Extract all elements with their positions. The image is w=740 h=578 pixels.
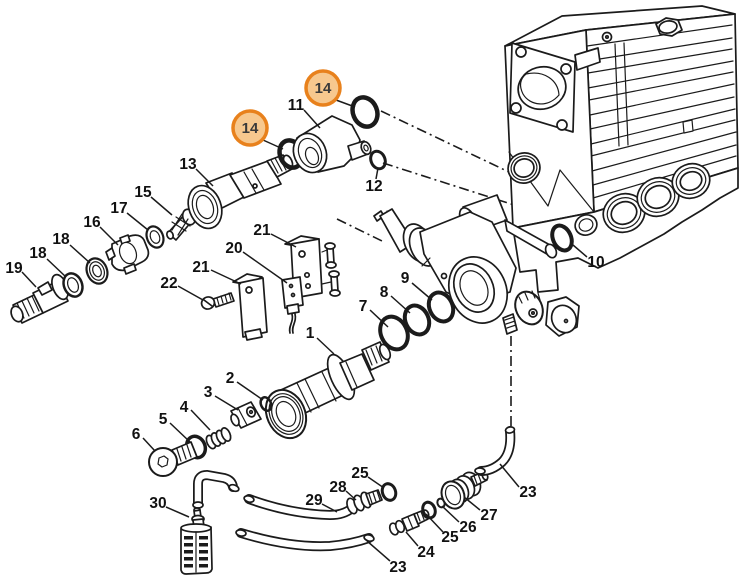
part-label-29: 29 (305, 492, 323, 509)
part-label-21: 21 (192, 259, 210, 276)
valve-assembly (373, 194, 580, 337)
pump-block (504, 5, 739, 293)
coupling-1 (264, 341, 392, 440)
part-label-4: 4 (180, 399, 189, 416)
o-ring-10 (550, 223, 574, 253)
fitting-27 (440, 471, 489, 510)
part-label-23: 23 (519, 484, 537, 501)
part-label-26: 26 (459, 519, 477, 536)
o-ring-25-upper (380, 482, 398, 502)
fitting-28 (346, 489, 383, 515)
highlight-circle (304, 69, 342, 107)
part-label-27: 27 (480, 507, 497, 524)
ring-18-outer (85, 257, 109, 285)
part-label-1: 1 (306, 325, 315, 342)
washer-17 (145, 225, 165, 249)
coupling-19 (10, 273, 69, 324)
nipple-3 (230, 401, 262, 429)
o-rings-7-8-9 (378, 290, 456, 352)
part-label-11: 11 (288, 97, 305, 114)
part-label-24: 24 (417, 544, 435, 561)
part-label-23: 23 (389, 559, 407, 576)
part-label-9: 9 (401, 270, 410, 287)
o-ring-25-lower (421, 500, 437, 520)
ring-18-inner (62, 272, 84, 298)
part-label-18: 18 (52, 231, 70, 248)
plug-6 (148, 441, 198, 477)
part-label-30: 30 (149, 495, 166, 512)
part-label-22: 22 (160, 275, 177, 292)
part-label-5: 5 (159, 411, 168, 428)
bracket-21-left (232, 273, 268, 341)
part-label-6: 6 (132, 426, 141, 443)
part-label-13: 13 (179, 156, 197, 173)
part-label-7: 7 (359, 298, 368, 315)
elbow-11 (292, 115, 372, 174)
part-label-17: 17 (110, 200, 127, 217)
part-label-25: 25 (441, 529, 459, 546)
part-label-28: 28 (329, 479, 347, 496)
o-ring-12 (369, 149, 387, 171)
fitting-13 (187, 154, 294, 230)
part-label-12: 12 (365, 178, 382, 195)
part-label-14: 14 (315, 80, 332, 97)
part-label-14: 14 (242, 120, 259, 137)
part-label-2: 2 (226, 370, 235, 387)
hose-23-curved (474, 426, 516, 476)
part-label-18: 18 (29, 245, 47, 262)
part-labels: 19 18 18 16 17 15 13 14 11 14 12 10 9 8 … (5, 69, 605, 576)
highlight-circle (231, 109, 269, 147)
pump-threaded-ports (507, 152, 711, 236)
leader-lines (21, 99, 588, 562)
part-label-20: 20 (225, 240, 242, 257)
spring-4 (205, 427, 232, 450)
hose-29-bend (192, 469, 240, 509)
highlighted-part-callout-14-right[interactable]: 14 (304, 69, 342, 107)
part-label-8: 8 (380, 284, 389, 301)
part-label-15: 15 (134, 184, 152, 201)
hose-23-long (235, 528, 375, 552)
clamp-16 (105, 234, 150, 275)
alignment-lines (336, 110, 587, 428)
screw-22 (200, 292, 235, 310)
hose-29 (243, 494, 357, 521)
part-label-3: 3 (204, 384, 213, 401)
part-label-25: 25 (351, 465, 369, 482)
part-label-19: 19 (5, 260, 23, 277)
part-label-16: 16 (83, 214, 101, 231)
part-label-10: 10 (587, 254, 604, 271)
strainer-15 (165, 208, 197, 241)
switch-20 (281, 276, 304, 334)
filter-30 (180, 507, 213, 575)
o-ring-14-right (350, 95, 380, 129)
part-label-21: 21 (253, 222, 271, 239)
highlighted-part-callout-14-left[interactable]: 14 (231, 109, 269, 147)
ring-2 (259, 396, 273, 412)
